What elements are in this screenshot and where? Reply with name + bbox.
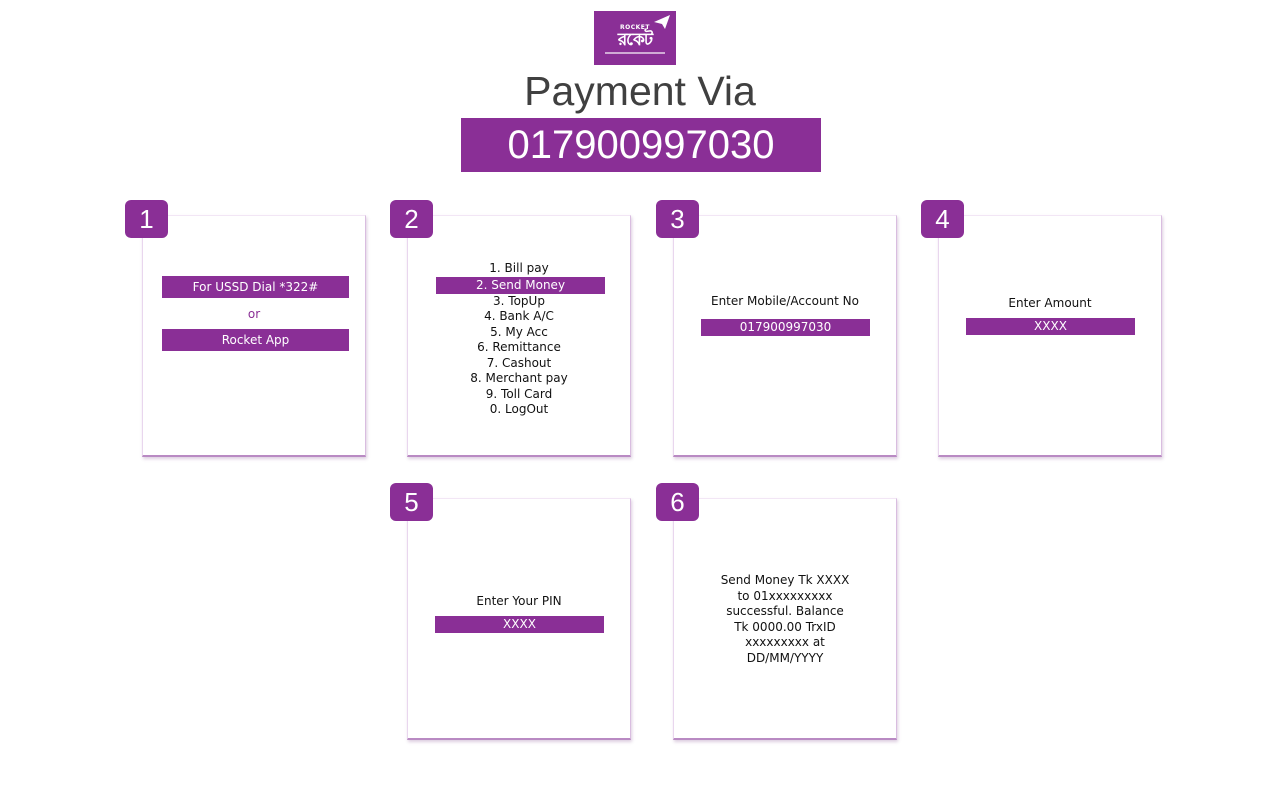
menu-item-bill-pay: 1. Bill pay [489,261,549,275]
amount-value-bar: XXXX [966,318,1135,335]
confirmation-line: successful. Balance [726,604,844,618]
step-3: 3 Enter Mobile/Account No 017900997030 [656,200,897,457]
confirmation-line: DD/MM/YYYY [746,650,824,665]
step-3-card: Enter Mobile/Account No 017900997030 [673,215,897,457]
pin-prompt: Enter Your PIN [476,594,562,608]
confirmation-line: xxxxxxxxx at [745,635,825,649]
step-5: 5 Enter Your PIN XXXX [390,483,631,740]
rocket-app-bar: Rocket App [162,329,349,351]
logo-wordmark: রকেট [617,29,653,50]
amount-prompt: Enter Amount [1008,296,1092,310]
step-4-card: Enter Amount XXXX [938,215,1162,457]
page-title: Payment Via [524,68,756,114]
menu-item-my-acc: 5. My Acc [490,324,548,339]
step-2-card: 1. Bill pay 2. Send Money 3. TopUp 4. Ba… [407,215,631,457]
or-text: or [247,307,261,321]
menu-item-bank-ac: 4. Bank A/C [484,309,554,323]
menu-item-send-money: 2. Send Money [436,276,605,294]
menu-item-toll-card: 9. Toll Card [485,386,553,401]
pin-value-bar: XXXX [435,616,604,633]
confirmation-message: Send Money Tk XXXX to 01xxxxxxxxx succes… [674,573,896,666]
logo-brand-text: ROCKET [620,23,650,31]
confirmation-line: Send Money Tk XXXX [720,573,850,587]
step-1-card: For USSD Dial *322# or Rocket App [142,215,366,457]
confirmation-line: Tk 0000.00 TrxID [734,619,836,634]
step-6-card: Send Money Tk XXXX to 01xxxxxxxxx succes… [673,498,897,740]
step-4-badge: 4 [921,200,964,238]
menu-item-topup: 3. TopUp [493,293,545,308]
step-2-badge: 2 [390,200,433,238]
step-5-badge: 5 [390,483,433,521]
step-4: 4 Enter Amount XXXX [921,200,1162,457]
step-5-card: Enter Your PIN XXXX [407,498,631,740]
step-1: 1 For USSD Dial *322# or Rocket App [125,200,366,457]
paper-plane-icon [654,15,670,29]
mobile-account-prompt: Enter Mobile/Account No [710,294,859,308]
confirmation-line: to 01xxxxxxxxx [737,588,833,603]
ussd-dial-bar: For USSD Dial *322# [162,276,349,298]
step-2: 2 1. Bill pay 2. Send Money 3. TopUp 4. … [390,200,631,457]
logo-tagline-line [605,51,665,54]
menu-item-merchant-pay: 8. Merchant pay [470,371,568,385]
rocket-logo: ROCKET রকেট [594,11,676,65]
step-6-badge: 6 [656,483,699,521]
step-1-badge: 1 [125,200,168,238]
step-3-badge: 3 [656,200,699,238]
step-6: 6 Send Money Tk XXXX to 01xxxxxxxxx succ… [656,483,897,740]
menu-item-logout: 0. LogOut [489,402,549,416]
menu-item-cashout: 7. Cashout [486,355,552,370]
mobile-account-value-bar: 017900997030 [701,319,870,336]
menu-item-remittance: 6. Remittance [477,340,561,354]
ussd-menu: 1. Bill pay 2. Send Money 3. TopUp 4. Ba… [408,261,630,418]
payment-number-bar: 017900997030 [461,118,821,172]
